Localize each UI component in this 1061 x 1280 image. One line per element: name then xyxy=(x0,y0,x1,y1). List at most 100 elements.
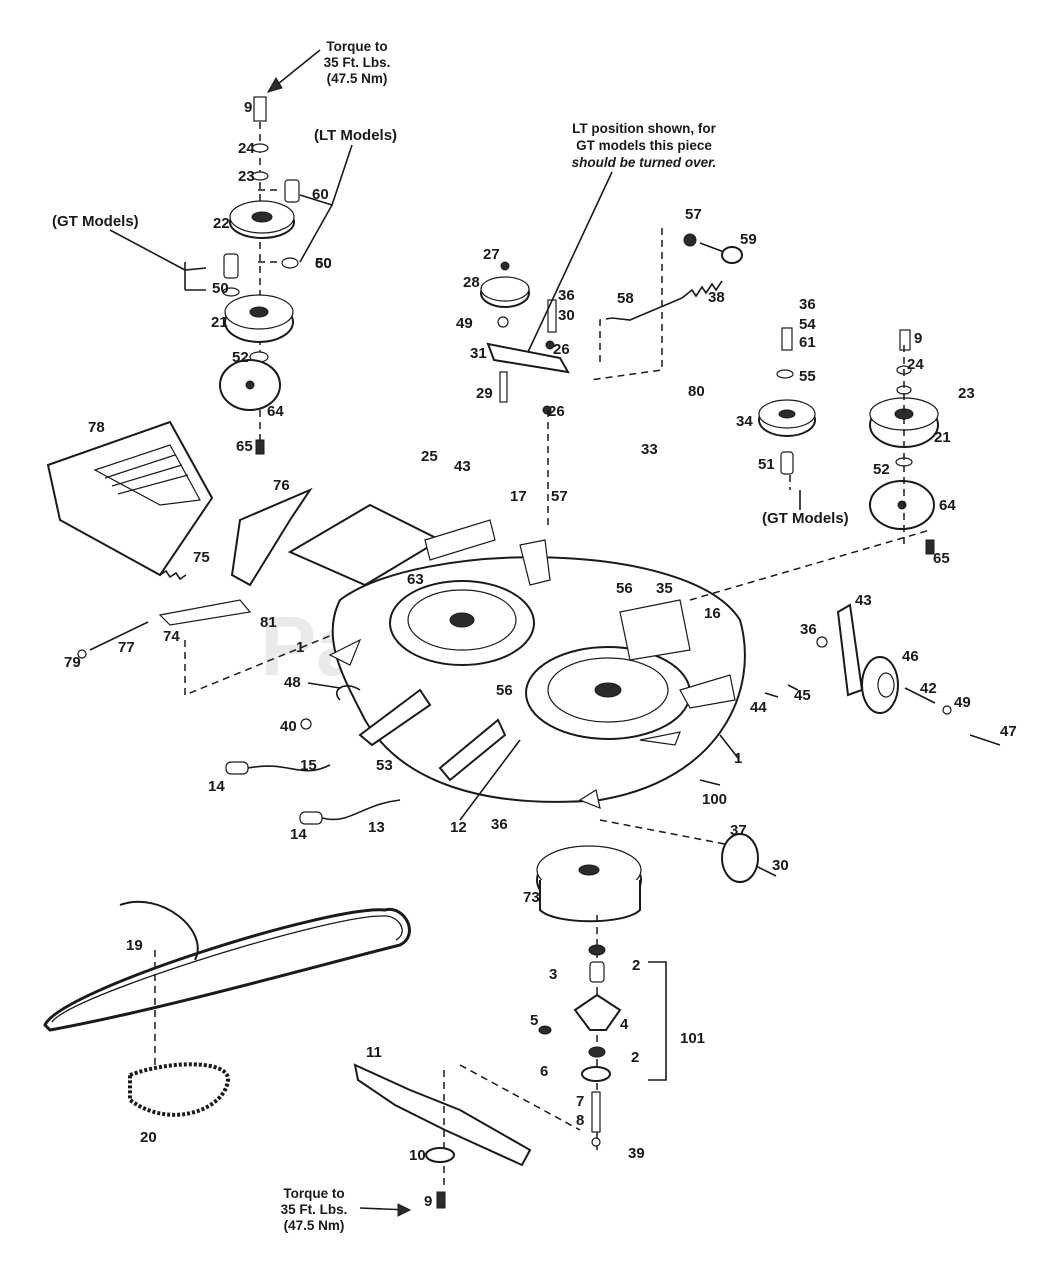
callout-80: 80 xyxy=(688,383,705,400)
callout-21: 21 xyxy=(934,429,951,446)
callout-34: 34 xyxy=(736,413,753,430)
callout-63: 63 xyxy=(407,571,424,588)
callout-25: 25 xyxy=(421,448,438,465)
belts xyxy=(43,900,411,1117)
callout-14: 14 xyxy=(290,826,307,843)
callout-40: 40 xyxy=(280,718,297,735)
callout-36: 36 xyxy=(799,296,816,313)
callout-17: 17 xyxy=(510,488,527,505)
callout-45: 45 xyxy=(794,687,811,704)
callout-36: 36 xyxy=(800,621,817,638)
callout-36: 36 xyxy=(491,816,508,833)
callout-55: 55 xyxy=(799,368,816,385)
callout-5: 5 xyxy=(530,1012,538,1029)
callout-1: 1 xyxy=(734,750,742,767)
callout-14: 14 xyxy=(208,778,225,795)
callout-43: 43 xyxy=(454,458,471,475)
callout-13: 13 xyxy=(368,819,385,836)
callout-46: 46 xyxy=(902,648,919,665)
callout-19: 19 xyxy=(126,937,143,954)
callout-50: 50 xyxy=(315,255,332,272)
callout-73: 73 xyxy=(523,889,540,906)
callout-7: 7 xyxy=(576,1093,584,1110)
lt-position-note-line-2: GT models this piece xyxy=(576,138,712,153)
callout-30: 30 xyxy=(772,857,789,874)
callout-54: 54 xyxy=(799,316,816,333)
callout-101: 101 xyxy=(680,1030,705,1047)
idler-bracket-assembly xyxy=(480,261,570,530)
gt-models-note-right: (GT Models) xyxy=(762,510,849,527)
callout-52: 52 xyxy=(232,349,249,366)
callout-27: 27 xyxy=(483,246,500,263)
callout-16: 16 xyxy=(704,605,721,622)
left-pulley-stack xyxy=(219,96,300,455)
callout-53: 53 xyxy=(376,757,393,774)
blade-spindle-assembly xyxy=(536,819,777,1150)
callout-57: 57 xyxy=(685,206,702,223)
callout-79: 79 xyxy=(64,654,81,671)
callout-4: 4 xyxy=(620,1016,629,1033)
callout-74: 74 xyxy=(163,628,180,645)
callout-49: 49 xyxy=(954,694,971,711)
callout-24: 24 xyxy=(907,356,924,373)
callout-22: 22 xyxy=(213,215,230,232)
callout-64: 64 xyxy=(939,497,956,514)
callout-23: 23 xyxy=(958,385,975,402)
callout-77: 77 xyxy=(118,639,135,656)
callout-59: 59 xyxy=(740,231,757,248)
gauge-wheel-assembly xyxy=(689,529,1001,746)
torque-note-bottom-line-1: Torque to xyxy=(283,1186,344,1201)
lt-position-note-line-1: LT position shown, for xyxy=(572,121,716,136)
callout-23: 23 xyxy=(238,168,255,185)
callout-42: 42 xyxy=(920,680,937,697)
callout-9: 9 xyxy=(914,330,922,347)
callout-35: 35 xyxy=(656,580,673,597)
callout-48: 48 xyxy=(284,674,301,691)
torque-note-top-line-3: (47.5 Nm) xyxy=(327,71,388,86)
callout-49: 49 xyxy=(456,315,473,332)
callout-8: 8 xyxy=(576,1112,584,1129)
cables xyxy=(225,685,401,825)
callout-20: 20 xyxy=(140,1129,157,1146)
callout-3: 3 xyxy=(549,966,557,983)
callout-47: 47 xyxy=(1000,723,1017,740)
callout-15: 15 xyxy=(300,757,317,774)
callout-57: 57 xyxy=(551,488,568,505)
callout-2: 2 xyxy=(631,1049,639,1066)
callout-65: 65 xyxy=(236,438,253,455)
callout-60: 60 xyxy=(312,186,329,203)
callout-numbers: 9242360226050502152646578767581747779148… xyxy=(64,99,1017,1210)
callout-65: 65 xyxy=(933,550,950,567)
callout-31: 31 xyxy=(470,345,487,362)
spring-assembly xyxy=(589,228,743,381)
callout-44: 44 xyxy=(750,699,767,716)
leader-lines xyxy=(109,49,801,1217)
callout-6: 6 xyxy=(540,1063,548,1080)
callout-10: 10 xyxy=(409,1147,426,1164)
callout-38: 38 xyxy=(708,289,725,306)
callout-50: 50 xyxy=(212,280,229,297)
callout-11: 11 xyxy=(366,1044,382,1061)
callout-9: 9 xyxy=(244,99,252,116)
callout-56: 56 xyxy=(616,580,633,597)
callout-21: 21 xyxy=(211,314,228,331)
callout-52: 52 xyxy=(873,461,890,478)
lt-models-note: (LT Models) xyxy=(314,127,397,144)
callout-2: 2 xyxy=(632,957,640,974)
callout-36: 36 xyxy=(558,287,575,304)
callout-1: 1 xyxy=(296,639,304,656)
right-pulley-stack xyxy=(758,327,939,555)
callout-58: 58 xyxy=(617,290,634,307)
callout-12: 12 xyxy=(450,819,467,836)
mower-blade xyxy=(353,1063,581,1209)
callout-100: 100 xyxy=(702,791,727,808)
callout-37: 37 xyxy=(730,822,747,839)
callout-56: 56 xyxy=(496,682,513,699)
callout-26: 26 xyxy=(553,341,570,358)
notes: Torque to 35 Ft. Lbs. (47.5 Nm) Torque t… xyxy=(52,39,849,1233)
callout-64: 64 xyxy=(267,403,284,420)
callout-61: 61 xyxy=(799,334,816,351)
torque-note-top-line-1: Torque to xyxy=(326,39,387,54)
callout-76: 76 xyxy=(273,477,290,494)
